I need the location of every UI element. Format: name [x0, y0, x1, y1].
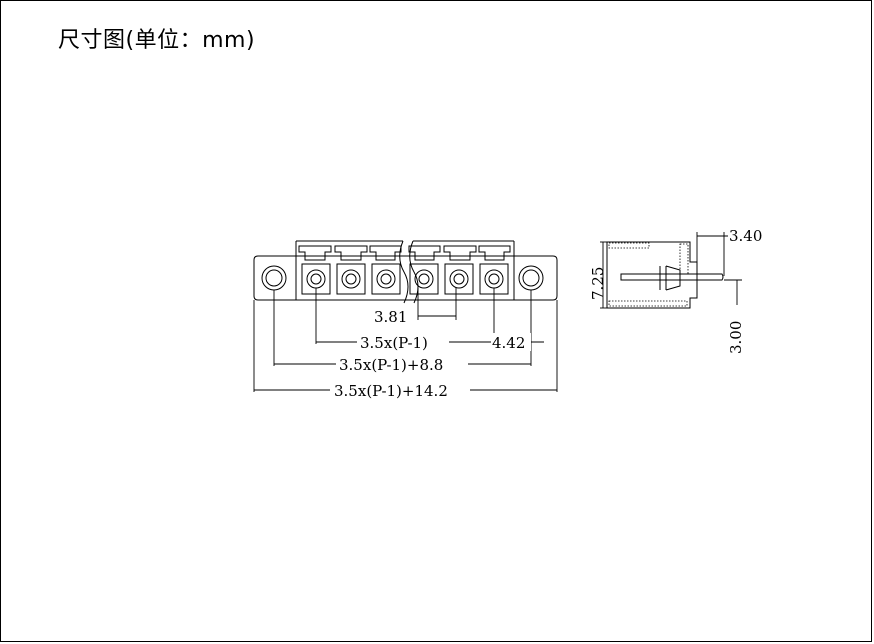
dim-side-top: 3.40 [729, 227, 762, 245]
dim-pin-span-bg [357, 333, 449, 351]
side-view: 3.40 7.25 3.00 [589, 227, 762, 354]
side-bottom-wall [608, 300, 688, 307]
flange-outline [253, 255, 558, 301]
mount-hole-right-inner [522, 269, 540, 287]
drawing-title: 尺寸图(单位：mm) [58, 28, 256, 53]
dim-pitch-bg [372, 307, 412, 325]
front-view: 3.81 3.5x(P-1) 4.42 3.5x(P-1)+8.8 3.5x(P… [253, 240, 558, 400]
side-pin [620, 273, 724, 281]
dim-overall-bg [330, 381, 470, 399]
side-top-wall [608, 242, 650, 249]
dimension-lines [254, 315, 557, 391]
dim-pin-span: 3.5x(P-1) [360, 334, 428, 352]
dim-pitch: 3.81 [374, 308, 407, 326]
terminal-screws [301, 263, 509, 295]
dim-hole-span-bg [336, 355, 468, 373]
side-right-wall [679, 243, 689, 275]
dim-end-offset-bg [491, 333, 531, 351]
housing-outline [295, 240, 515, 300]
dim-end-offset: 4.42 [492, 334, 525, 352]
break-line [399, 240, 419, 304]
side-body-outline [606, 241, 698, 309]
mount-hole-left-inner [265, 269, 283, 287]
dim-side-height: 7.25 [589, 267, 607, 300]
dim-hole-span: 3.5x(P-1)+8.8 [339, 356, 443, 374]
dim-side-bottom: 3.00 [727, 321, 745, 354]
terminal-slots [298, 245, 511, 261]
side-pin-spring [665, 265, 681, 291]
dim-overall: 3.5x(P-1)+14.2 [334, 382, 448, 400]
